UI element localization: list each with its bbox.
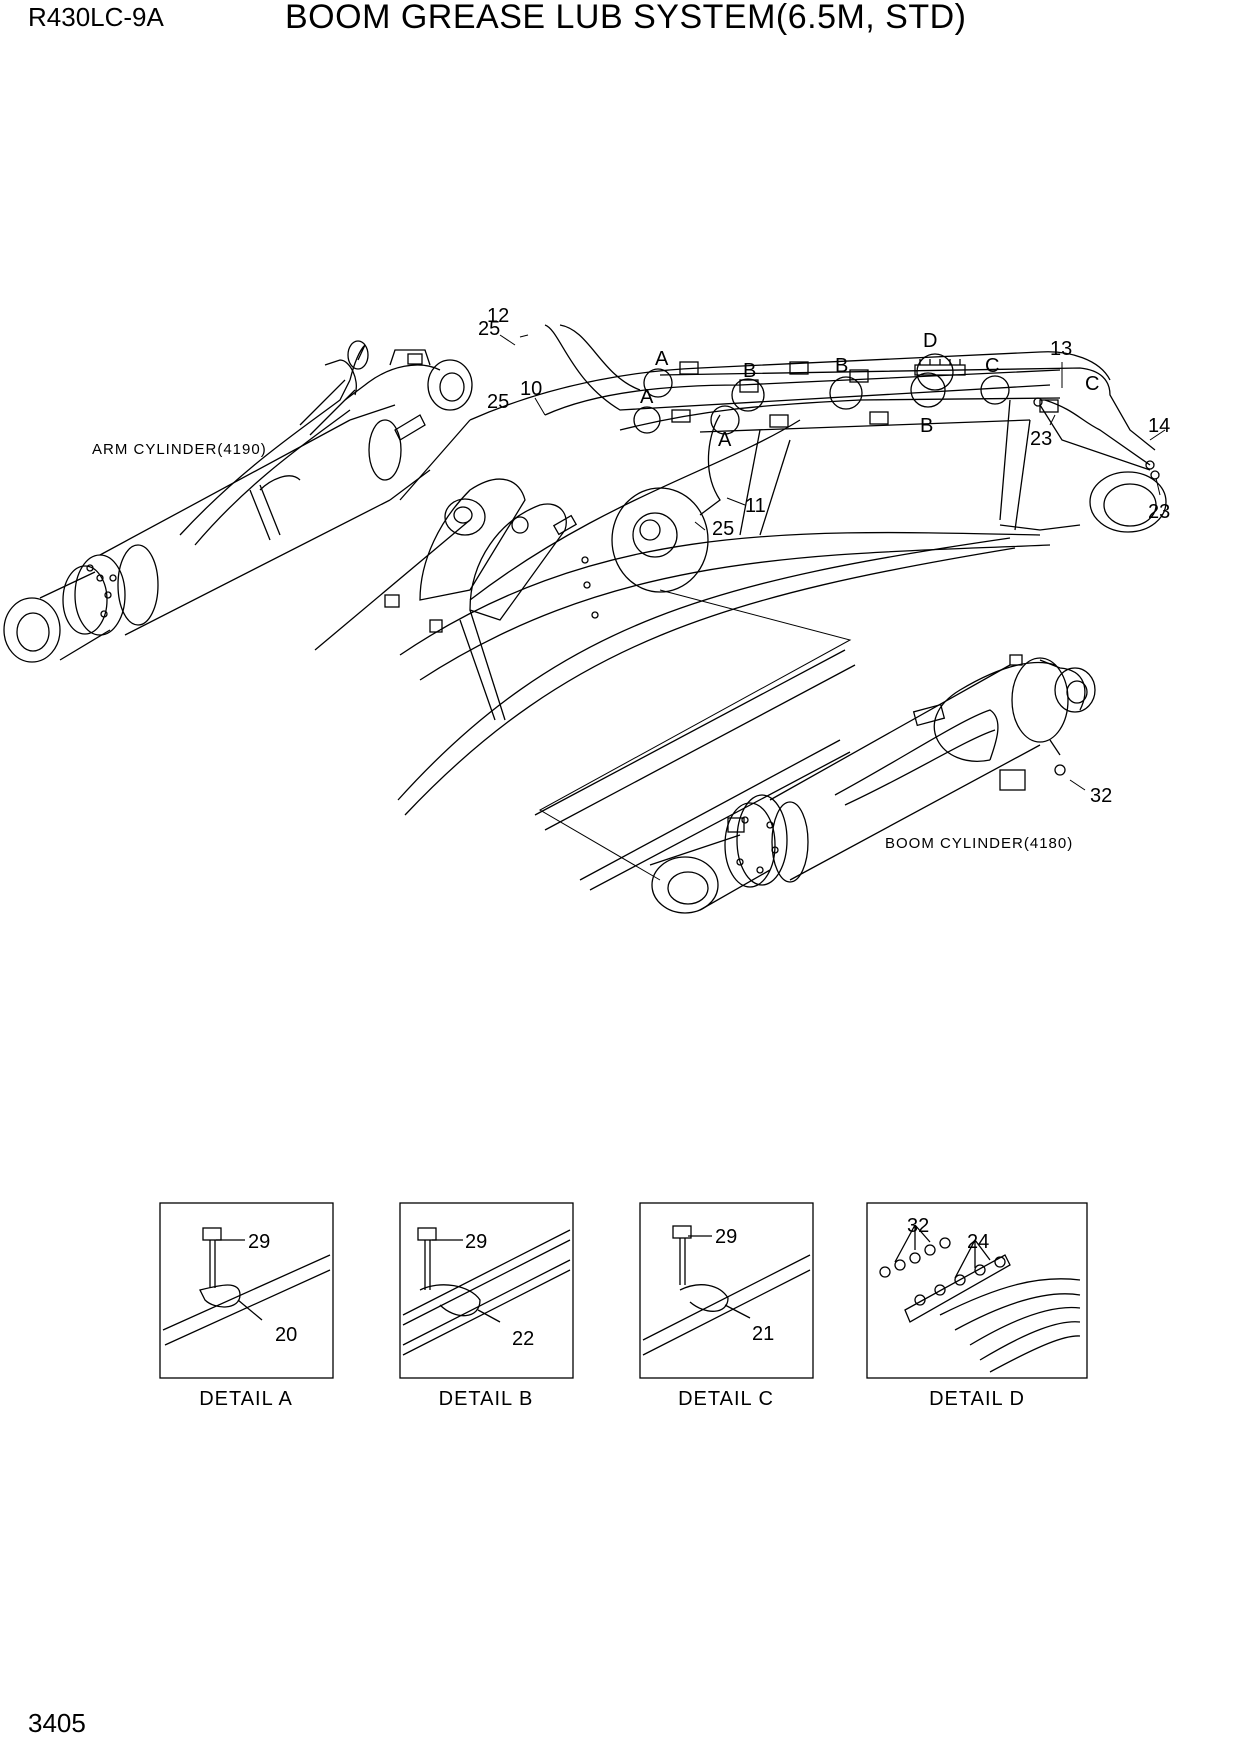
callout-14: 14 xyxy=(1148,415,1170,437)
view-marker-a: A xyxy=(718,429,732,451)
detail-b-drawing xyxy=(399,1202,574,1379)
view-marker-c: C xyxy=(1085,373,1099,395)
detail-d-title: DETAIL D xyxy=(929,1388,1025,1410)
callout-11: 11 xyxy=(745,495,766,517)
callout-25: 25 xyxy=(712,518,734,540)
detail-c-drawing xyxy=(639,1202,814,1379)
detail-b-bolt-callout: 29 xyxy=(465,1231,487,1253)
callout-13: 13 xyxy=(1050,338,1072,360)
callout-23: 23 xyxy=(1148,501,1170,523)
detail-b-clamp-callout: 22 xyxy=(512,1328,534,1350)
detail-d-hose-callout: 24 xyxy=(967,1231,989,1253)
arm-cylinder xyxy=(3,340,473,663)
detail-a-clamp-callout: 20 xyxy=(275,1324,297,1346)
detail-d-drawing xyxy=(866,1202,1088,1379)
detail-c-title: DETAIL C xyxy=(678,1388,774,1410)
detail-c-clamp-callout: 21 xyxy=(752,1323,774,1345)
callout-23: 23 xyxy=(1030,428,1052,450)
leader-lines xyxy=(499,334,1166,881)
view-marker-a: A xyxy=(655,348,669,370)
boom-structure xyxy=(314,324,1167,816)
view-marker-b: B xyxy=(920,415,933,437)
callout-25: 25 xyxy=(478,318,500,340)
view-marker-a: A xyxy=(640,386,654,408)
view-marker-b: B xyxy=(835,355,848,377)
detail-a-drawing xyxy=(159,1202,334,1379)
callout-25: 25 xyxy=(487,391,509,413)
view-marker-b: B xyxy=(743,360,756,382)
page-title: BOOM GREASE LUB SYSTEM(6.5M, STD) xyxy=(285,0,967,36)
callout-32: 32 xyxy=(1090,785,1112,807)
view-marker-c: C xyxy=(985,355,999,377)
view-marker-d: D xyxy=(923,330,937,352)
boom-cylinder-label: BOOM CYLINDER(4180) xyxy=(885,835,1073,852)
boom-cylinder xyxy=(534,649,1096,914)
arm-cylinder-label: ARM CYLINDER(4190) xyxy=(92,441,267,458)
detail-b-title: DETAIL B xyxy=(438,1388,534,1410)
callout-12: 12 xyxy=(487,305,509,327)
detail-a-title: DETAIL A xyxy=(199,1388,293,1410)
detail-a-bolt-callout: 29 xyxy=(248,1231,270,1253)
detail-c-bolt-callout: 29 xyxy=(715,1226,737,1248)
page-number: 3405 xyxy=(28,1708,86,1738)
detail-d-fitting-callout: 32 xyxy=(907,1215,929,1237)
model-number: R430LC-9A xyxy=(28,2,164,32)
callout-10: 10 xyxy=(520,378,542,400)
